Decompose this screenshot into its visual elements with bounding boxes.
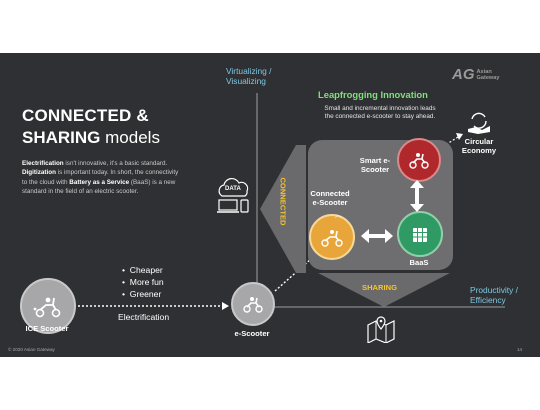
smart-escooter-node — [397, 138, 441, 182]
page-number: 14 — [517, 347, 523, 352]
escooter-label: e-Scooter — [234, 329, 270, 338]
scooter-icon — [321, 230, 343, 247]
connected-band-label: CONNECTED — [278, 177, 288, 226]
x-axis-label: Productivity / Efficiency — [470, 285, 518, 305]
title-line1: CONNECTED & — [22, 106, 149, 125]
logo-text: Asian Gateway — [476, 68, 500, 81]
sharing-band-label: SHARING — [362, 283, 398, 292]
leapfrog-subtitle: Small and incremental innovation leads t… — [324, 105, 436, 121]
list-item: • Cheaper — [122, 265, 163, 275]
logo: AG Asian Gateway — [452, 66, 500, 83]
horizontal-double-arrow — [361, 229, 393, 243]
electrification-label: Electrification — [118, 312, 170, 322]
leapfrog-title: Leapfrogging Innovation — [318, 89, 428, 100]
slide: AG Asian Gateway CONNECTED & SHARING mod… — [0, 53, 540, 357]
electrification-arrowhead — [222, 302, 229, 310]
connected-band — [260, 145, 306, 273]
list-item: • Greener — [122, 289, 162, 299]
benefits-list: • Cheaper • More fun • Greener — [122, 264, 164, 300]
logo-mark: AG — [452, 66, 475, 83]
ice-scooter-node — [20, 278, 76, 334]
escooter-node — [231, 282, 275, 326]
connected-escooter-node — [309, 214, 355, 260]
data-label: DATA — [225, 186, 241, 192]
scooter-icon — [243, 297, 263, 313]
recycle-hand-icon — [468, 112, 490, 134]
list-item: • More fun — [122, 277, 164, 287]
y-axis-label: Virtualizing / Visualizing — [226, 66, 272, 86]
baas-node — [397, 211, 443, 257]
battery-icon — [413, 228, 427, 242]
smart-escooter-label: Smart e- Scooter — [359, 156, 391, 174]
connected-escooter-label: Connected e-Scooter — [310, 189, 350, 207]
description: Electrification isn't innovative, it's a… — [22, 160, 179, 196]
scooter-icon — [409, 153, 429, 169]
scooter-icon — [33, 297, 61, 318]
vertical-double-arrow — [410, 180, 424, 212]
map-pin-icon — [367, 316, 395, 343]
sharing-band — [318, 273, 450, 307]
ice-scooter-label: ICE Scooter — [25, 324, 69, 333]
circular-arrowhead — [456, 133, 463, 140]
footer-copyright: © 2020 Asian Gateway — [8, 347, 55, 352]
wifi-icon: ◠ — [335, 215, 342, 222]
title-line2: SHARING models — [22, 128, 160, 147]
baas-label: BaaS — [409, 258, 429, 267]
circular-economy-label: Circular Economy — [461, 137, 497, 155]
cloud-data-icon — [217, 177, 249, 213]
